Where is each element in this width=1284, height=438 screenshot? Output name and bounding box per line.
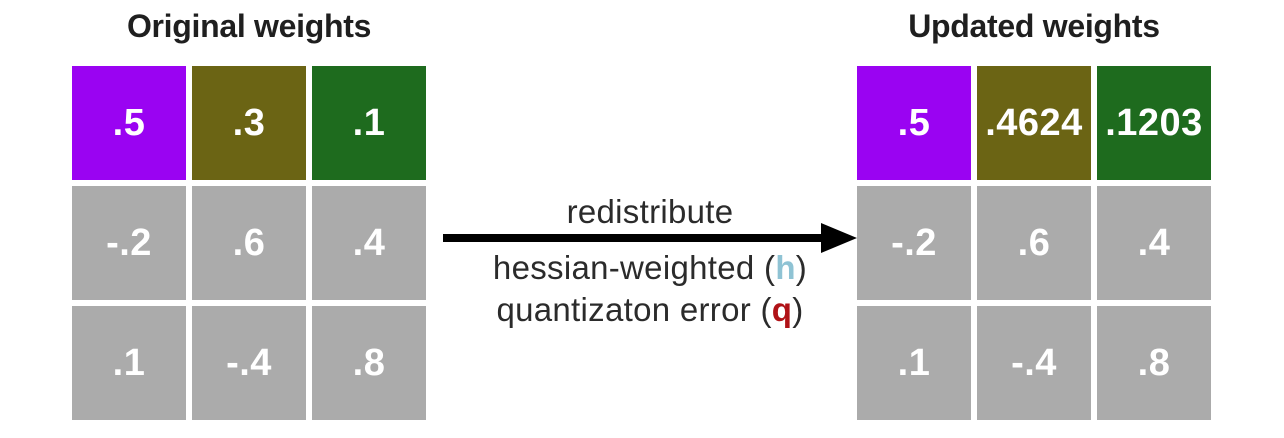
matrix-cell: .5 — [72, 66, 186, 180]
hessian-h-variable: h — [775, 249, 796, 286]
quantization-error-label: quantizaton error (q) — [443, 290, 857, 330]
matrix-cell: -.2 — [72, 186, 186, 300]
hessian-label-prefix: hessian-weighted ( — [492, 249, 776, 286]
matrix-cell: .1 — [857, 306, 971, 420]
quantization-label-suffix: ) — [792, 291, 804, 328]
matrix-cell: .1 — [312, 66, 426, 180]
matrix-cell: .1 — [72, 306, 186, 420]
hessian-weighted-label: hessian-weighted (h) — [443, 248, 857, 288]
matrix-cell: .4 — [1097, 186, 1211, 300]
original-weights-title: Original weights — [126, 8, 372, 44]
matrix-cell: .4624 — [977, 66, 1091, 180]
matrix-cell: .8 — [312, 306, 426, 420]
matrix-cell: .6 — [192, 186, 306, 300]
matrix-cell: .5 — [857, 66, 971, 180]
matrix-cell: .6 — [977, 186, 1091, 300]
arrow-head-icon — [821, 223, 857, 253]
quantization-q-variable: q — [771, 291, 793, 328]
hessian-label-suffix: ) — [795, 249, 808, 286]
matrix-cell: -.2 — [857, 186, 971, 300]
updated-weights-title: Updated weights — [908, 8, 1160, 44]
updated-weights-matrix: .5 .4624 .1203 -.2 .6 .4 .1 -.4 .8 — [857, 66, 1211, 420]
matrix-cell: .4 — [312, 186, 426, 300]
arrow-line — [443, 234, 821, 242]
matrix-cell: .1203 — [1097, 66, 1211, 180]
matrix-cell: .8 — [1097, 306, 1211, 420]
redistribute-label: redistribute — [566, 193, 734, 230]
original-weights-matrix: .5 .3 .1 -.2 .6 .4 .1 -.4 .8 — [72, 66, 426, 420]
matrix-cell: -.4 — [192, 306, 306, 420]
matrix-cell: -.4 — [977, 306, 1091, 420]
matrix-cell: .3 — [192, 66, 306, 180]
quantization-label-prefix: quantizaton error ( — [496, 291, 772, 328]
